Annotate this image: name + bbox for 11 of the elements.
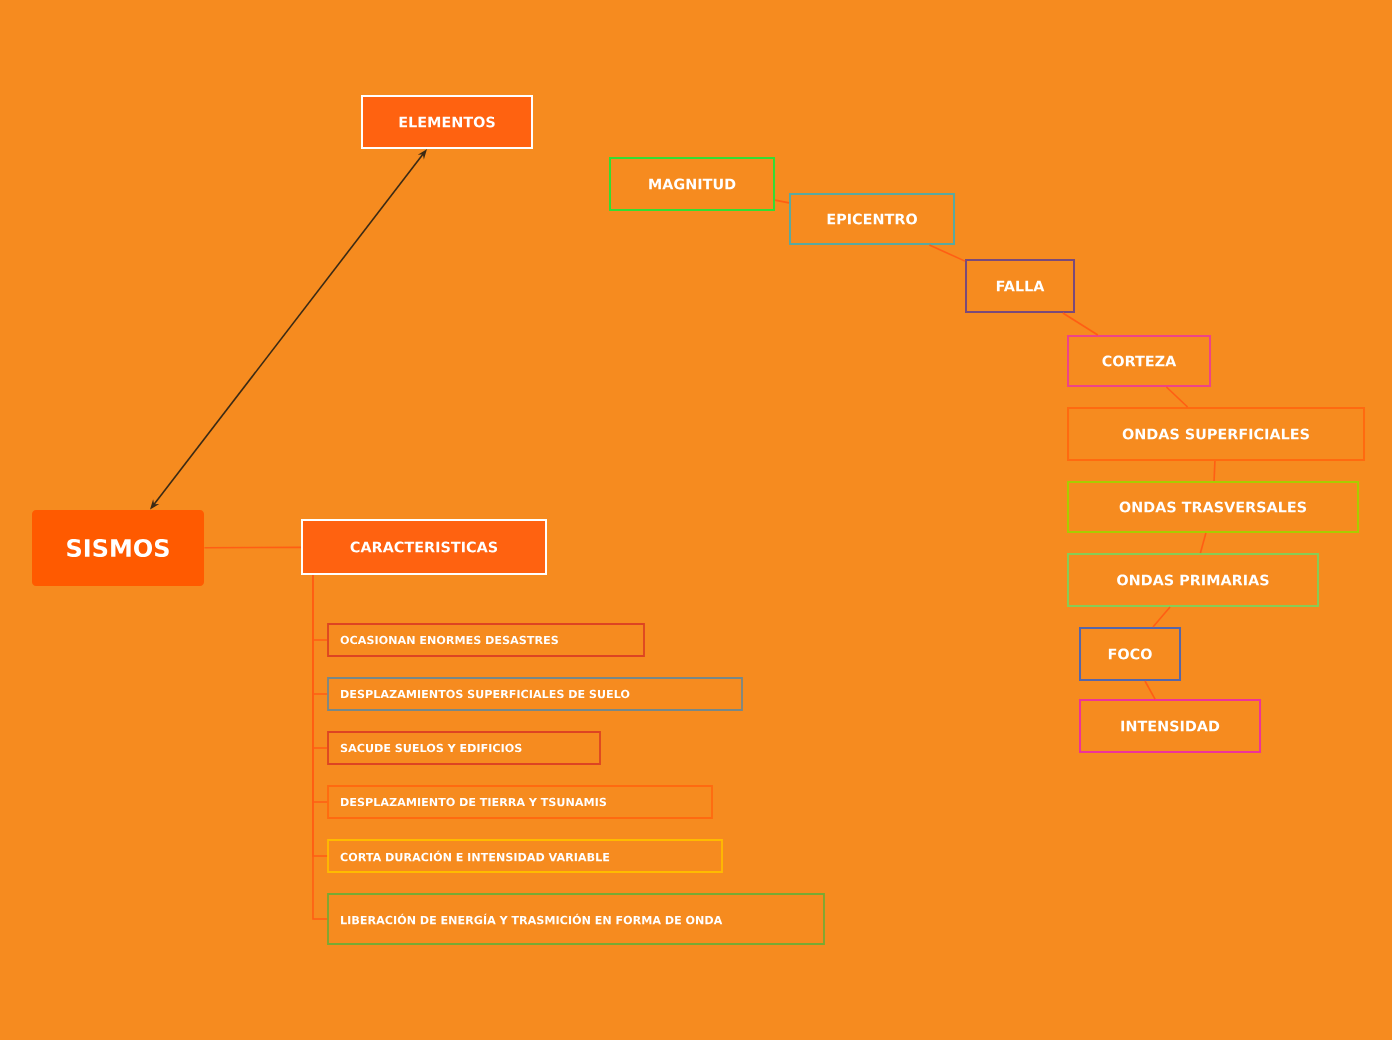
connector bbox=[774, 199, 790, 204]
connector bbox=[203, 546, 302, 549]
connector bbox=[1062, 312, 1099, 336]
central-topic-box: SISMOS bbox=[32, 510, 204, 586]
connector bbox=[1144, 680, 1156, 700]
connector bbox=[1213, 460, 1216, 482]
connector bbox=[928, 244, 966, 262]
connector bbox=[1199, 532, 1207, 554]
connector bbox=[1165, 386, 1189, 408]
connector bbox=[1152, 606, 1171, 628]
connector bbox=[312, 574, 328, 920]
